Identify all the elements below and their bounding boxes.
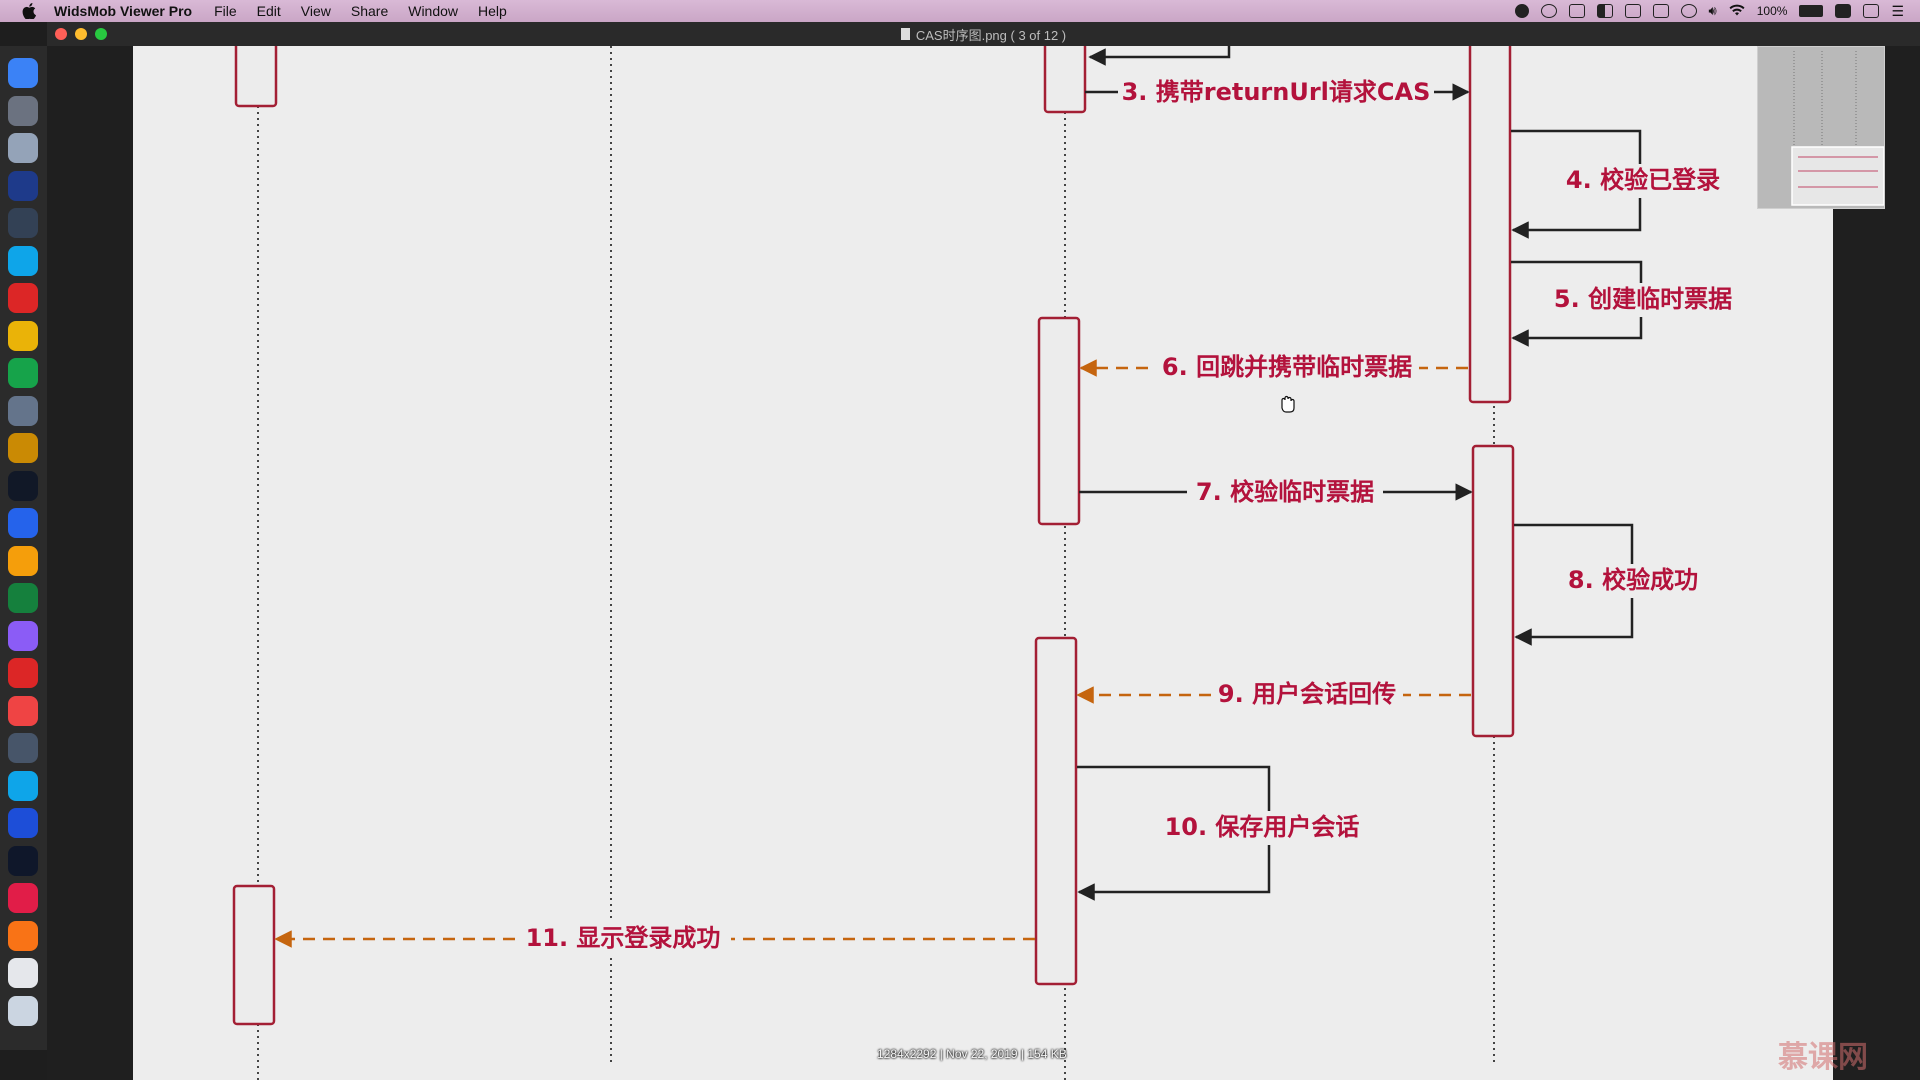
- wifi-icon[interactable]: [1729, 4, 1745, 19]
- viewer-icon[interactable]: [8, 920, 38, 951]
- evernote-icon[interactable]: [8, 358, 38, 388]
- activation-box: [1468, 46, 1512, 404]
- menu-view[interactable]: View: [300, 3, 331, 19]
- control-center-icon[interactable]: ☰: [1891, 2, 1904, 19]
- message-label: 8. 校验成功: [1568, 566, 1698, 594]
- status-pause-icon[interactable]: [1514, 4, 1529, 18]
- color-picker-icon[interactable]: [8, 620, 38, 651]
- sync-icon[interactable]: [8, 695, 38, 726]
- intellij-icon[interactable]: [8, 170, 38, 201]
- menu-help[interactable]: Help: [478, 3, 507, 19]
- hbuilder-icon[interactable]: [8, 658, 38, 688]
- close-window-button[interactable]: [55, 28, 67, 40]
- message-label: 5. 创建临时票据: [1554, 285, 1732, 313]
- sequence-diagram: 3. 携带returnUrl请求CAS 4. 校验已登录 5. 创建临时票据 6…: [232, 46, 1741, 1080]
- image-canvas[interactable]: 3. 携带returnUrl请求CAS 4. 校验已登录 5. 创建临时票据 6…: [133, 46, 1833, 1080]
- watermark: 慕课网: [1778, 1041, 1868, 1074]
- trash-icon[interactable]: [8, 995, 38, 1026]
- status-calendar-icon[interactable]: [1652, 4, 1669, 18]
- activation-box: [1034, 636, 1078, 986]
- window-titlebar: CAS时序图.png ( 3 of 12 ): [47, 22, 1920, 46]
- youdao-icon[interactable]: [8, 283, 38, 313]
- menu-window[interactable]: Window: [408, 3, 459, 19]
- keynote-icon[interactable]: [8, 883, 38, 913]
- status-s-icon[interactable]: [1835, 4, 1852, 18]
- status-record-icon[interactable]: [1624, 4, 1641, 18]
- activation-box: [1037, 316, 1081, 526]
- stickies-icon[interactable]: [8, 320, 38, 351]
- document-icon: [900, 28, 910, 40]
- davinci-icon[interactable]: [8, 395, 38, 426]
- status-bug-icon[interactable]: [1540, 4, 1557, 18]
- volume-icon[interactable]: 🔊︎: [1708, 3, 1717, 18]
- status-copy-icon[interactable]: [1568, 4, 1585, 18]
- minimize-window-button[interactable]: [75, 28, 87, 40]
- activation-box: [1043, 46, 1087, 114]
- status-clock-icon[interactable]: [1680, 4, 1697, 18]
- app-name-menu[interactable]: WidsMob Viewer Pro: [54, 3, 193, 19]
- migration-icon[interactable]: [8, 770, 38, 801]
- activation-box: [1471, 444, 1515, 738]
- system-preferences-icon[interactable]: [8, 133, 38, 163]
- message-label: 9. 用户会话回传: [1218, 680, 1396, 708]
- screenshot-icon[interactable]: [8, 208, 38, 238]
- launchpad-icon[interactable]: [8, 95, 38, 126]
- menu-share[interactable]: Share: [350, 3, 389, 19]
- viewport-indicator[interactable]: [1791, 146, 1885, 206]
- ultraedit-icon[interactable]: [8, 433, 38, 463]
- app-store-icon[interactable]: [8, 245, 38, 276]
- message-label: 3. 携带returnUrl请求CAS: [1122, 78, 1431, 106]
- file-icon[interactable]: [8, 958, 38, 988]
- finder-icon[interactable]: [8, 58, 38, 88]
- navigator-thumbnail[interactable]: [1757, 46, 1885, 209]
- image-info-status: 1284x2292 | Nov 22, 2019 | 154 KB: [877, 1047, 1067, 1061]
- vscode-icon[interactable]: [8, 508, 38, 538]
- activation-box: [234, 46, 278, 108]
- activation-box: [232, 884, 276, 1026]
- message-label: 10. 保存用户会话: [1165, 813, 1360, 841]
- excel-icon[interactable]: [8, 583, 38, 613]
- terminal-icon[interactable]: [8, 470, 38, 501]
- maximize-window-button[interactable]: [95, 28, 107, 40]
- screen-recorder-icon[interactable]: [8, 733, 38, 763]
- chrome-icon[interactable]: [8, 545, 38, 576]
- quicktime-icon[interactable]: [8, 845, 38, 876]
- window-title: CAS时序图.png ( 3 of 12 ): [915, 27, 1067, 43]
- dock: [0, 46, 47, 1050]
- message-label: 4. 校验已登录: [1566, 166, 1720, 194]
- battery-icon[interactable]: [1799, 5, 1824, 17]
- hand-cursor-icon: [1281, 395, 1295, 413]
- message-label: 11. 显示登录成功: [526, 924, 721, 952]
- battery-percent: 100%: [1756, 4, 1788, 18]
- apple-icon[interactable]: [20, 3, 38, 19]
- menu-file[interactable]: File: [214, 3, 237, 19]
- message-arrow: [1088, 46, 1231, 66]
- message-label: 6. 回跳并携带临时票据: [1162, 353, 1412, 381]
- menu-edit[interactable]: Edit: [256, 3, 281, 19]
- menu-bar: WidsMob Viewer Pro File Edit View Share …: [0, 0, 1920, 22]
- status-layout-icon[interactable]: [1596, 4, 1613, 18]
- message-label: 7. 校验临时票据: [1196, 478, 1374, 506]
- word-icon[interactable]: [8, 808, 38, 838]
- status-grid-icon[interactable]: [1863, 4, 1880, 18]
